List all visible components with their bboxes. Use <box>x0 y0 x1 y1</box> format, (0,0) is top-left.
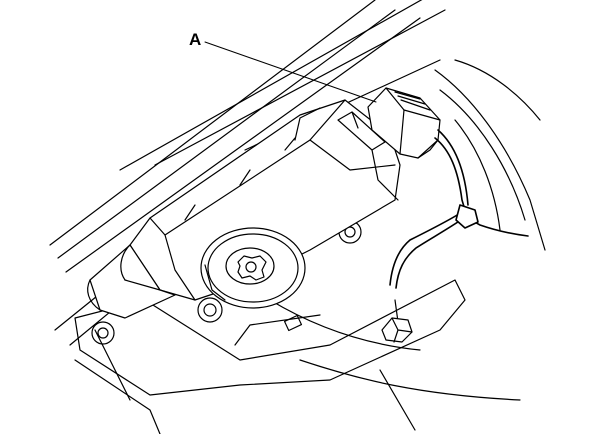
callout-label-a: A <box>189 30 202 49</box>
drive-gear-cover <box>200 227 306 309</box>
bolt-bottom <box>197 297 223 323</box>
motor-end-cap <box>87 244 176 319</box>
callout-a-leader <box>204 41 377 103</box>
wire-harness <box>389 129 529 289</box>
motor-housing <box>129 99 401 301</box>
ground-terminal <box>381 299 413 343</box>
connector-a <box>367 87 441 159</box>
bolt-left <box>91 321 115 345</box>
